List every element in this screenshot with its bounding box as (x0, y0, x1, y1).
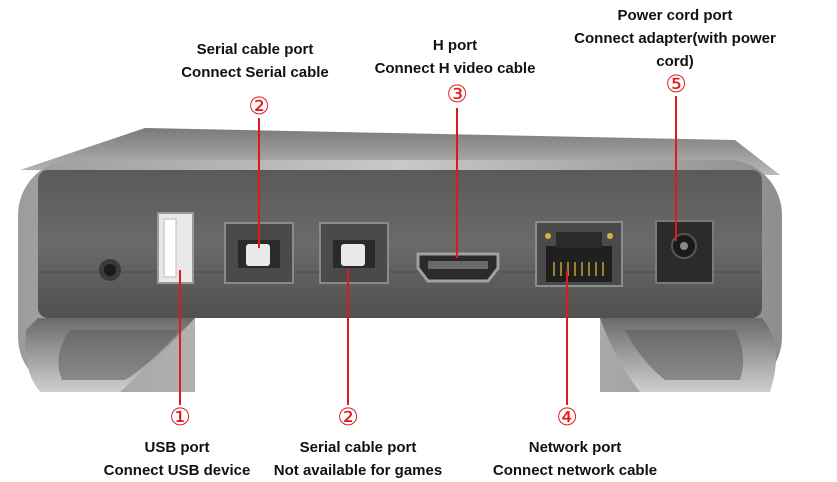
callout-power-desc-cont: cord) (656, 53, 694, 70)
callout-serial-top-title: Serial cable port (196, 41, 314, 58)
callout-power-title: Power cord port (617, 7, 733, 24)
callout-power: Power cord port Connect adapter(with pow… (560, 4, 790, 73)
base-cutout (195, 318, 600, 392)
callout-serial-front-desc: Not available for games (273, 462, 443, 479)
callout-network: Network port Connect network cable (470, 436, 680, 482)
callout-h-port-number: ③ (446, 80, 468, 108)
callout-network-number: ④ (556, 403, 578, 431)
callout-power-desc: Connect adapter(with power (574, 30, 776, 47)
callout-h-port-desc: Connect H video cable (374, 60, 536, 77)
callout-serial-top-number: ② (248, 92, 270, 120)
callout-network-title: Network port (528, 439, 622, 456)
callout-usb-title: USB port (144, 439, 210, 456)
callout-serial-front-title: Serial cable port (299, 439, 417, 456)
callout-network-desc: Connect network cable (492, 462, 658, 479)
callout-usb: USB port Connect USB device (82, 436, 272, 482)
callout-usb-desc: Connect USB device (103, 462, 251, 479)
callout-serial-top: Serial cable port Connect Serial cable (160, 38, 350, 84)
callout-line-serial-top (258, 118, 260, 248)
callout-h-port-title: H port (432, 37, 478, 54)
callout-line-usb (179, 270, 181, 405)
callout-serial-front: Serial cable port Not available for game… (258, 436, 458, 482)
callout-usb-number: ① (169, 403, 191, 431)
callout-line-network (566, 270, 568, 405)
callout-serial-front-number: ② (337, 403, 359, 431)
callout-h-port: H port Connect H video cable (360, 34, 550, 80)
front-panel (38, 170, 762, 318)
callout-serial-top-desc: Connect Serial cable (181, 64, 329, 81)
callout-line-h-port (456, 108, 458, 258)
callout-power-number: ⑤ (665, 70, 687, 98)
callout-line-power (675, 96, 677, 241)
callout-line-serial-front (347, 270, 349, 405)
